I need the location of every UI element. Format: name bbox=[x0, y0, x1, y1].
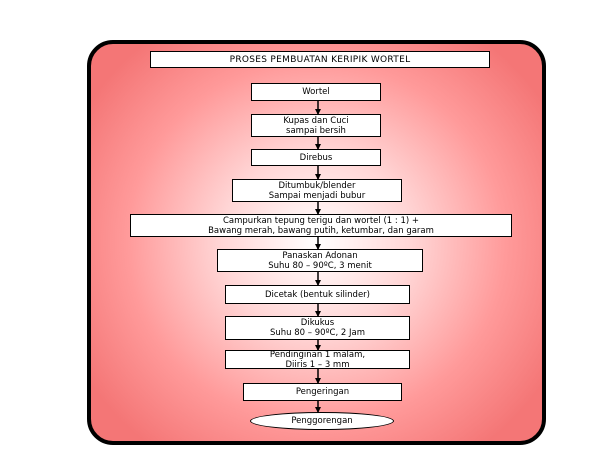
step-line: Sampai menjadi bubur bbox=[268, 190, 366, 201]
diagram-title-text: PROSES PEMBUATAN KERIPIK WORTEL bbox=[229, 54, 411, 65]
step-line: Suhu 80 – 90ºC, 2 Jam bbox=[270, 328, 365, 338]
diagram-title: PROSES PEMBUATAN KERIPIK WORTEL bbox=[150, 51, 490, 68]
step-penggorengan: Penggorengan bbox=[250, 412, 394, 430]
step-pengeringan: Pengeringan bbox=[243, 383, 402, 401]
step-line: Dicetak (bentuk silinder) bbox=[265, 289, 370, 300]
step-wortel: Wortel bbox=[251, 83, 381, 101]
step-line: Bawang merah, bawang putih, ketumbar, da… bbox=[208, 225, 434, 236]
step-line: Pendinginan 1 malam, bbox=[269, 349, 366, 360]
step-line: Panaskan Adonan bbox=[282, 250, 358, 261]
step-line: Dikukus bbox=[300, 318, 335, 328]
diagram-panel bbox=[87, 40, 546, 445]
step-line: Diiris 1 – 3 mm bbox=[285, 359, 350, 370]
step-line: Kupas dan Cuci bbox=[283, 115, 349, 126]
step-line: Ditumbuk/blender bbox=[278, 180, 356, 191]
step-dikukus: Dikukus Suhu 80 – 90ºC, 2 Jam bbox=[225, 316, 410, 340]
step-line: Penggorengan bbox=[291, 416, 353, 426]
step-line: sampai bersih bbox=[286, 125, 346, 136]
step-line: Direbus bbox=[299, 152, 333, 163]
step-line: Wortel bbox=[302, 87, 330, 97]
step-ditumbuk: Ditumbuk/blender Sampai menjadi bubur bbox=[232, 179, 402, 202]
step-line: Suhu 80 – 90ºC, 3 menit bbox=[268, 260, 372, 271]
step-line: Pengeringan bbox=[295, 387, 350, 397]
step-line: Campurkan tepung terigu dan wortel (1 : … bbox=[222, 215, 419, 226]
step-campurkan: Campurkan tepung terigu dan wortel (1 : … bbox=[130, 214, 512, 237]
